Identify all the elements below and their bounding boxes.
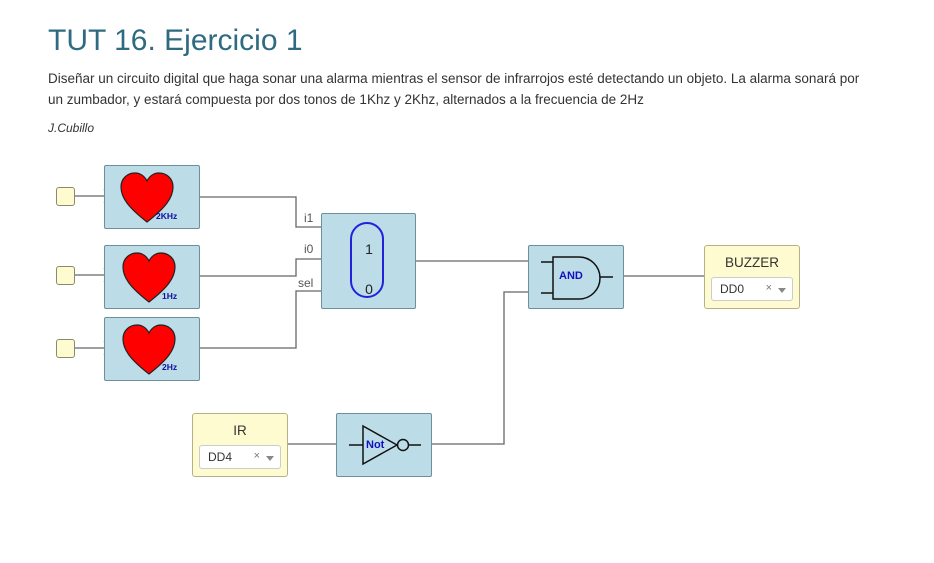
author: J.Cubillo [48,121,95,135]
close-icon[interactable]: × [765,282,772,294]
and-gate-label: AND [559,270,583,282]
chevron-down-icon[interactable] [266,456,274,461]
wire-2khz-i1 [200,196,321,228]
mux-value-0: 0 [365,281,373,297]
heart-icon [120,172,174,223]
clock-enable-toggle-2khz[interactable] [56,187,75,206]
mux-port-i1: i1 [304,211,314,225]
ir-sensor-input: IR DD4 × [192,413,288,477]
page-title: TUT 16. Ejercicio 1 [48,24,303,57]
mux-port-i0: i0 [304,242,314,256]
buzzer-pin-select[interactable]: DD0 × [711,277,793,301]
not-gate-block[interactable]: Not [336,413,432,477]
clock-label: 2Hz [162,362,178,372]
clock-block-2khz[interactable]: 2KHz [104,165,200,229]
heart-icon [122,324,176,375]
clock-block-1hz[interactable]: 1Hz [104,245,200,309]
ir-pin-value: DD4 [208,450,233,464]
wire-not-and [420,291,540,445]
buzzer-title: BUZZER [725,255,779,270]
clock-enable-toggle-1hz[interactable] [56,266,75,285]
clock-block-2hz[interactable]: 2Hz [104,317,200,381]
ir-pin-select[interactable]: DD4 × [199,445,281,469]
wire-1hz-i0 [200,258,321,277]
not-gate-icon [349,424,421,466]
and-gate-block[interactable]: AND [528,245,624,309]
mux-port-sel: sel [298,276,314,290]
close-icon[interactable]: × [253,450,260,462]
heart-icon [122,252,176,303]
clock-enable-toggle-2hz[interactable] [56,339,75,358]
multiplexer-block[interactable]: 1 0 [321,213,416,309]
mux-selector-capsule: 1 0 [350,222,384,298]
buzzer-output: BUZZER DD0 × [704,245,800,309]
wire-2hz-sel [200,290,321,349]
clock-label: 1Hz [162,291,178,301]
chevron-down-icon[interactable] [778,288,786,293]
mux-value-1: 1 [365,241,373,257]
ir-title: IR [233,423,247,438]
and-gate-icon [541,256,613,300]
not-gate-label: Not [366,439,385,451]
exercise-description: Diseñar un circuito digital que haga son… [48,71,860,107]
buzzer-pin-value: DD0 [720,282,745,296]
clock-label: 2KHz [156,211,178,221]
